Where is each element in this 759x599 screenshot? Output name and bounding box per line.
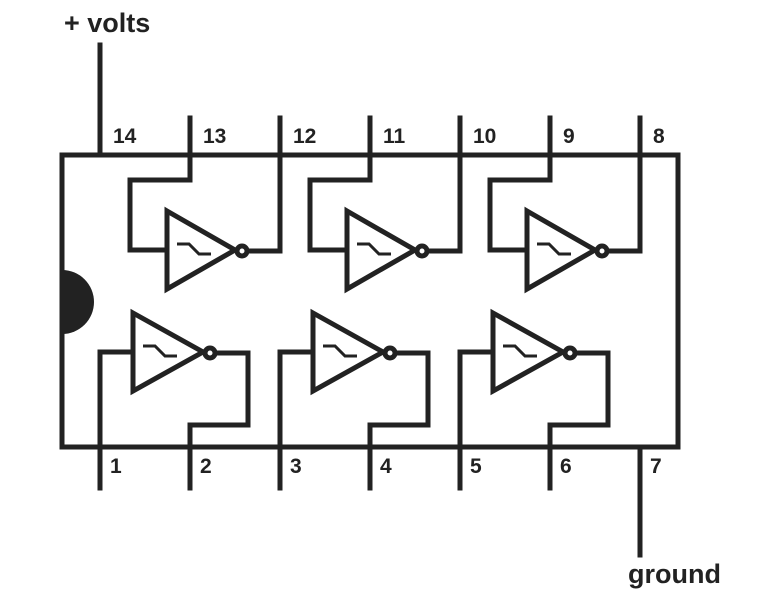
gate-top-2 (307, 152, 463, 294)
pin-label-12: 12 (293, 125, 316, 148)
gate-bottom-3 (457, 308, 611, 450)
gate-output-wire (187, 350, 251, 450)
pin-label-14: 14 (113, 125, 137, 148)
gate-input-wire (277, 349, 316, 450)
hysteresis-icon (177, 242, 211, 256)
pin-label-5: 5 (470, 455, 482, 478)
gate-output-wire (245, 152, 283, 254)
gate-input-wire (127, 152, 193, 253)
gate-output-wire (425, 152, 463, 254)
pin-label-7: 7 (650, 455, 662, 478)
gate-bottom-2 (277, 308, 431, 450)
vcc-label: + volts (64, 8, 150, 38)
gate-top-3 (487, 152, 643, 294)
inverter-triangle (310, 308, 389, 396)
hysteresis-icon (503, 344, 537, 358)
pin-label-11: 11 (383, 125, 406, 148)
pin-label-1: 1 (110, 455, 122, 478)
pin-label-6: 6 (560, 455, 572, 478)
chip-body (59, 152, 681, 450)
hysteresis-icon (357, 242, 391, 256)
inverter-triangle (164, 206, 241, 294)
gate-input-wire (457, 349, 496, 450)
pin1-notch (62, 270, 94, 334)
ground-label: ground (628, 559, 721, 589)
pin-label-10: 10 (473, 125, 496, 148)
pin-label-13: 13 (203, 125, 226, 148)
pin-label-3: 3 (290, 455, 302, 478)
pin-label-4: 4 (380, 455, 392, 478)
inverter-triangle (344, 206, 421, 294)
gate-bottom-1 (97, 308, 251, 450)
pin-label-2: 2 (200, 455, 212, 478)
inverter-triangle (524, 206, 601, 294)
gate-top-1 (127, 152, 283, 294)
inverter-triangle (490, 308, 569, 396)
gate-input-wire (487, 152, 553, 253)
hysteresis-icon (537, 242, 571, 256)
gate-output-wire (367, 350, 431, 450)
hysteresis-icon (323, 344, 357, 358)
inverter-triangle (130, 308, 209, 396)
pin-label-9: 9 (563, 125, 575, 148)
gate-output-wire (547, 350, 611, 450)
hysteresis-icon (143, 344, 177, 358)
gate-output-wire (605, 152, 643, 254)
gate-input-wire (97, 349, 136, 450)
gate-input-wire (307, 152, 373, 253)
pin-label-8: 8 (653, 125, 665, 148)
